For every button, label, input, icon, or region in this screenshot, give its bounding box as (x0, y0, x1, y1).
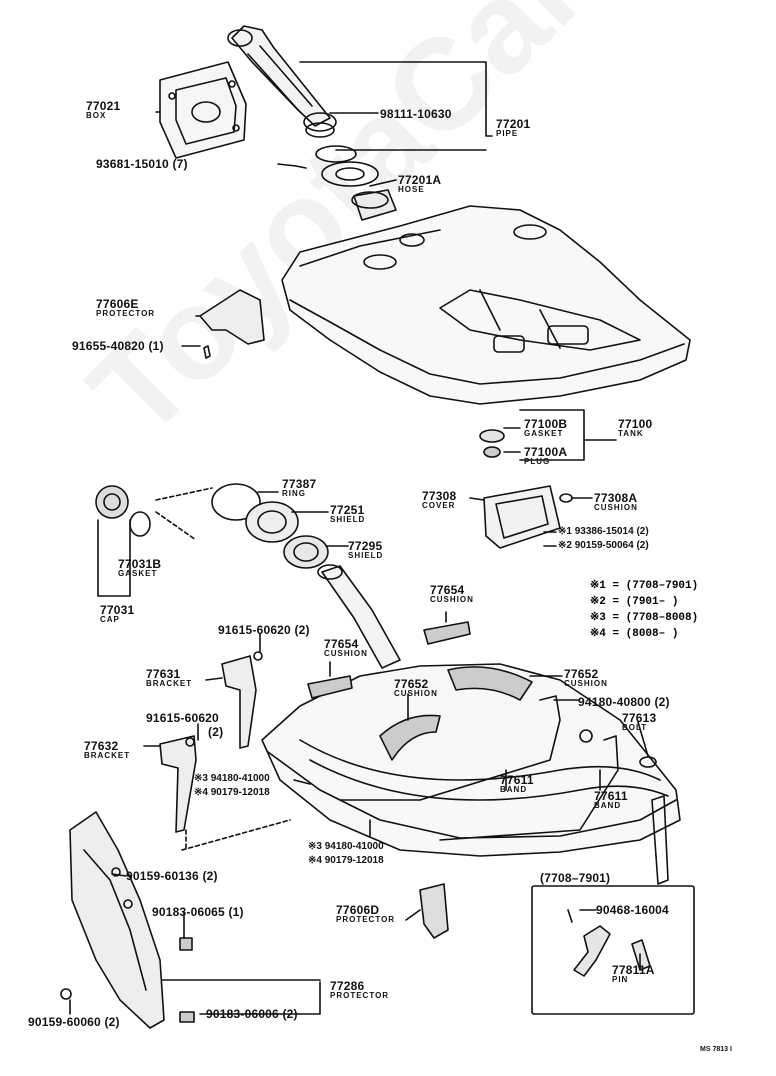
legend-item: ※1 = (7708–7901) (590, 580, 699, 592)
legend-item: ※4 = (8008– ) (590, 628, 679, 640)
part-93681-15010-label: 93681-15010 (7) (96, 157, 188, 171)
box-drawing (159, 61, 247, 159)
fuel-tank-drawing (281, 205, 691, 405)
part-90468-16004-label: 90468-16004 (596, 903, 669, 917)
part-94180-41000-label: ※3 94180-41000 (194, 773, 270, 784)
part-90183-06065-label: 90183-06065 (1) (152, 905, 244, 919)
part-90159-60136-label: 90159-60136 (2) (126, 869, 218, 883)
part-98111-10630-label: 98111-10630 (380, 107, 452, 121)
part-91615-60620-label-2: 91615-60620(2) (146, 711, 224, 739)
part-90179-12018-label-2: ※4 90179-12018 (308, 855, 384, 866)
legend-item: ※2 = (7901– ) (590, 596, 679, 608)
legend-item: ※3 = (7708–8008) (590, 612, 699, 624)
filler-pipe-drawing (227, 25, 337, 138)
part-93386-15014-label: ※1 93386-15014 (2) (558, 526, 649, 537)
part-94180-40800-label: 94180-40800 (2) (578, 695, 670, 709)
legend: ※1 = (7708–7901) ※2 = (7901– ) ※3 = (770… (590, 578, 698, 642)
inset-title: (7708–7901) (540, 871, 611, 885)
part-90159-60060-label: 90159-60060 (2) (28, 1015, 120, 1029)
part-94180-41000-label-2: ※3 94180-41000 (308, 841, 384, 852)
drawing-code: MS 7813 I (700, 1046, 732, 1053)
part-91615-60620-label: 91615-60620 (2) (218, 623, 310, 637)
part-90179-12018-label: ※4 90179-12018 (194, 787, 270, 798)
part-91655-40820-label: 91655-40820 (1) (72, 339, 164, 353)
part-90183-06006-label: 90183-06006 (2) (206, 1007, 298, 1021)
part-90159-50064-label: ※2 90159-50064 (2) (558, 540, 649, 551)
